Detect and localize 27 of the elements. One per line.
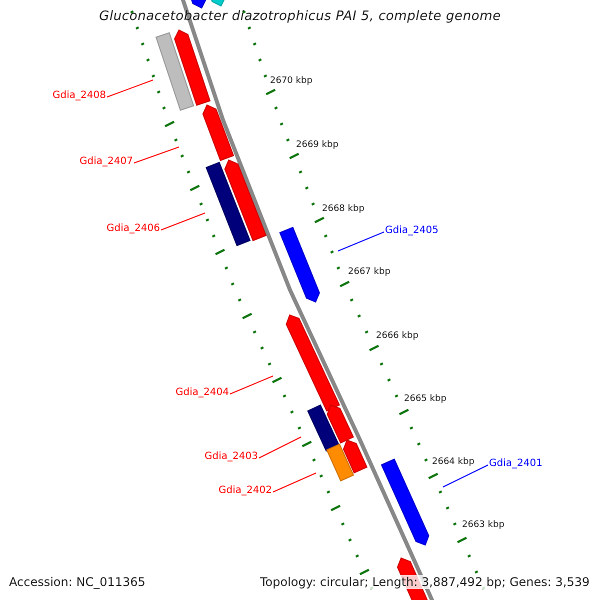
leader-line [106,80,154,98]
gene-label: Gdia_2402 [218,485,272,497]
gene-label: Gdia_2407 [80,156,133,168]
tick-label: 2666 kbp [376,331,418,341]
leader-line [272,472,316,492]
tick-label: 2668 kbp [322,204,364,214]
leader-line [338,232,384,252]
tick-label: 2667 kbp [348,267,390,277]
gene-label: Gdia_2401 [489,458,542,470]
tick-label: 2665 kbp [404,394,446,404]
gene-label: Gdia_2408 [52,90,106,102]
gene-label: Gdia_2405 [385,225,438,237]
gene-label: Gdia_2406 [106,223,160,235]
genome-stats-text: Topology: circular; Length: 3,887,492 bp; Genes: 3,539 [260,575,590,589]
leader-line [258,436,302,458]
tick-label: 2669 kbp [296,140,338,150]
leader-line [134,146,180,164]
gene-label: Gdia_2404 [176,387,229,399]
gene-label: Gdia_2403 [204,451,258,463]
leader-line [442,464,488,488]
map-title: Gluconacetobacter diazotrophicus PAI 5, complete genome [98,9,502,24]
tick-label: 2663 kbp [462,520,504,530]
tick-label: 2670 kbp [270,76,312,86]
leader-line [230,376,274,394]
tick-label: 2664 kbp [432,457,474,467]
accession-text: Accession: NC_011365 [9,575,146,589]
leader-line [160,212,206,230]
